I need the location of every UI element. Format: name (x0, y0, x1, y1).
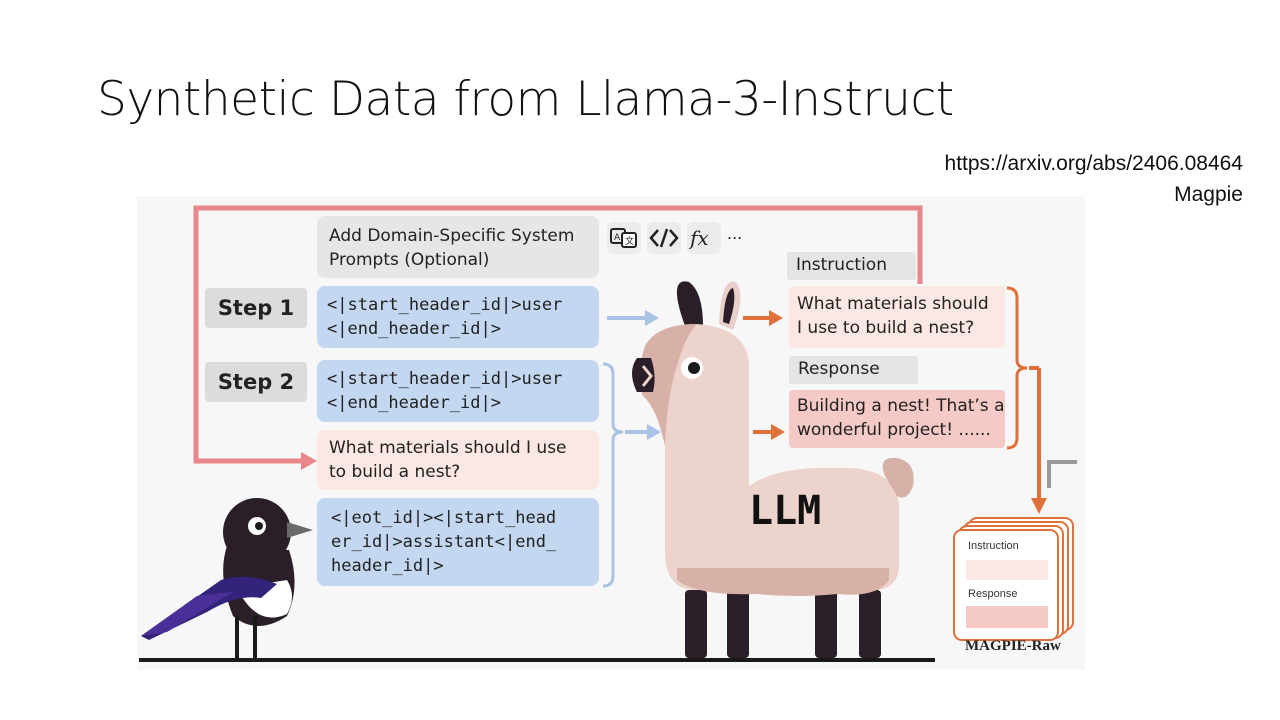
output-response-label: Response (789, 356, 918, 384)
svg-text:A: A (614, 233, 621, 243)
step2-assistant-line1: <|eot_id|><|start_head (331, 508, 557, 528)
output-response-line2: wonderful project! ...... (797, 420, 991, 440)
llm-label: LLM (749, 488, 822, 534)
ellipsis-icon: ... (727, 223, 743, 243)
diagram-artwork (139, 205, 1077, 662)
step1-template-box: <|start_header_id|>user <|end_header_id|… (317, 286, 599, 348)
loop-arrow (193, 205, 923, 464)
dataset-name: MAGPIE-Raw (965, 638, 1061, 654)
output-bracket (1006, 286, 1028, 450)
output-response-line1: Building a nest! That’s a (797, 396, 1005, 416)
code-icon (647, 222, 681, 254)
dataset-instruction-label: Instruction (968, 540, 1019, 552)
step2-template-line2: <|end_header_id|> (327, 393, 501, 413)
step2-label: Step 2 (205, 362, 307, 402)
step1-label: Step 1 (205, 288, 307, 328)
step2-template-box: <|start_header_id|>user <|end_header_id|… (317, 360, 599, 422)
reference-name: Magpie (1174, 183, 1243, 206)
system-prompt-line1: Add Domain-Specific System (329, 226, 575, 246)
output-instruction-label: Instruction (787, 252, 916, 280)
output-instruction-line2: I use to build a nest? (797, 318, 975, 338)
output-response-box: Building a nest! That’s a wonderful proj… (789, 390, 1005, 448)
function-icon: fx (687, 222, 721, 254)
magpie-illustration (141, 498, 313, 658)
svg-text:文: 文 (625, 235, 634, 247)
step2-assistant-box: <|eot_id|><|start_head er_id|>assistant<… (317, 498, 599, 586)
step1-template-line1: <|start_header_id|>user (327, 295, 563, 315)
step2-instruction-box: What materials should I use to build a n… (317, 430, 599, 490)
loop-arrow-head (301, 452, 317, 470)
step1-template-line2: <|end_header_id|> (327, 319, 501, 339)
system-prompt-box: Add Domain-Specific System Prompts (Opti… (317, 216, 599, 278)
step2-instruction-line1: What materials should I use (329, 438, 567, 458)
step2-bracket (602, 362, 624, 588)
magpie-diagram: Add Domain-Specific System Prompts (Opti… (137, 196, 1085, 670)
system-prompt-line2: Prompts (Optional) (329, 250, 490, 270)
slide-title: Synthetic Data from Llama-3-Instruct (97, 72, 954, 127)
svg-text:fx: fx (689, 226, 709, 250)
output-instruction-box: What materials should I use to build a n… (789, 286, 1005, 348)
dataset-response-label: Response (968, 588, 1018, 600)
step2-template-line1: <|start_header_id|>user (327, 369, 563, 389)
step2-assistant-line3: header_id|> (331, 556, 444, 576)
step2-assistant-line2: er_id|>assistant<|end_ (331, 532, 557, 552)
reference-url[interactable]: https://arxiv.org/abs/2406.08464 (944, 152, 1243, 175)
step2-instruction-line2: to build a nest? (329, 462, 461, 482)
llama-illustration (632, 281, 914, 658)
dataset-cards (953, 517, 1074, 641)
output-instruction-line1: What materials should (797, 294, 989, 314)
